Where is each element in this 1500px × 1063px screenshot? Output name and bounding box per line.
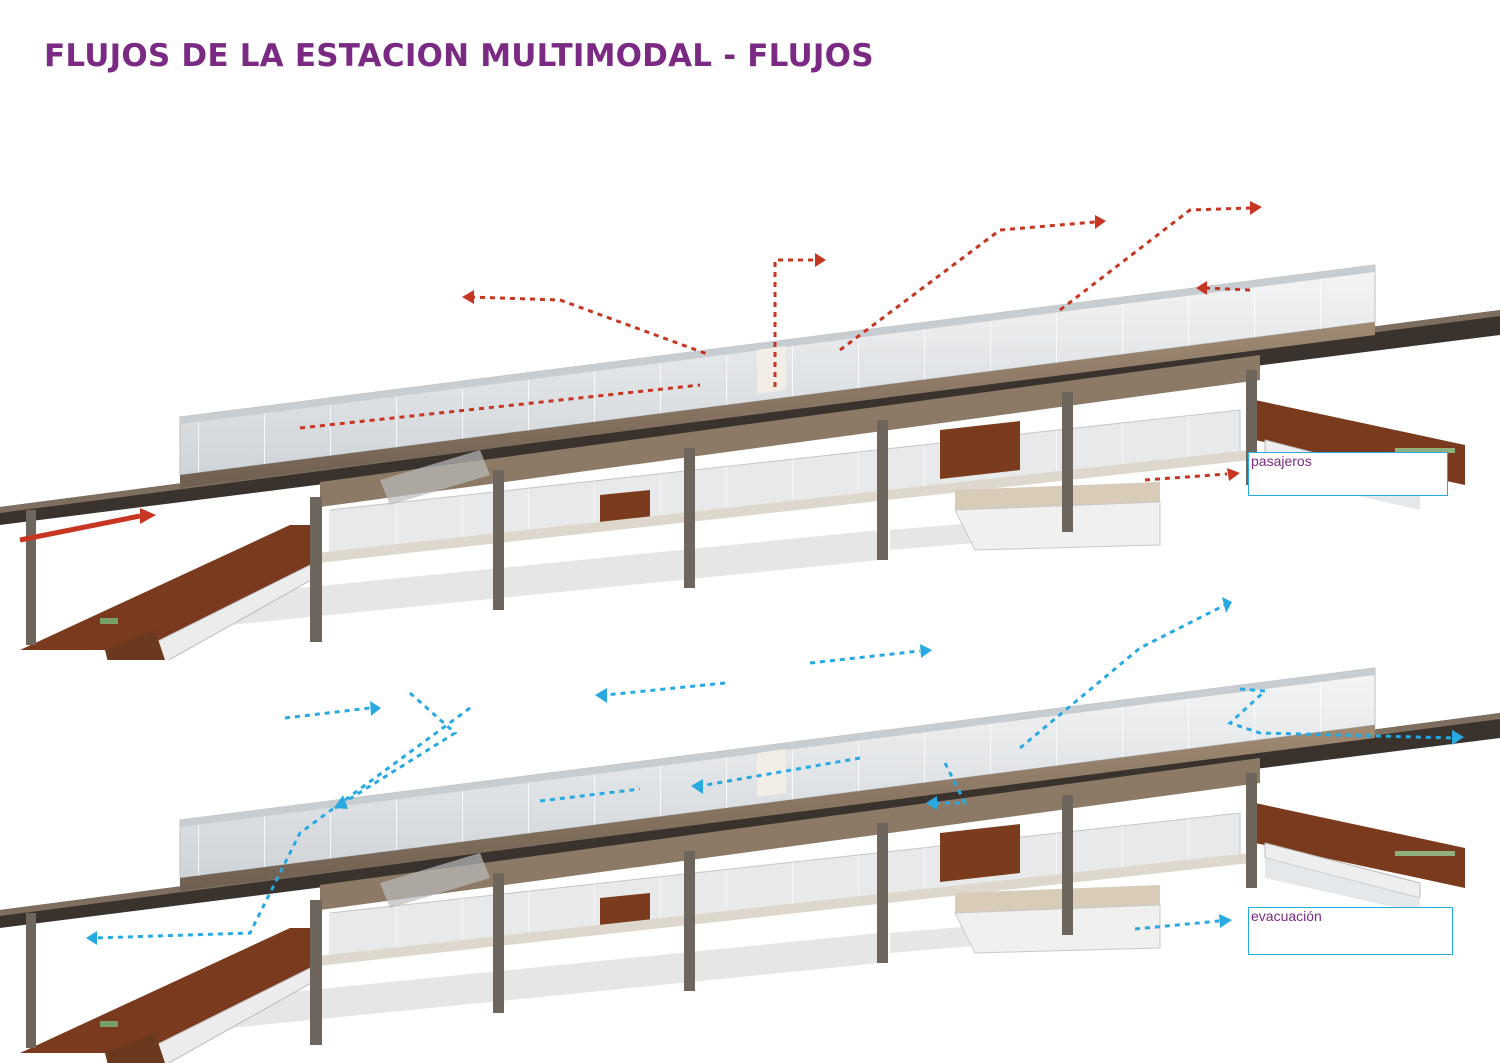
legend-pasajeros: pasajeros	[1248, 452, 1448, 496]
station-section-drawing	[0, 533, 1500, 1063]
legend-pasajeros-label: pasajeros	[1251, 453, 1312, 469]
evacuation-flow-section	[0, 533, 1500, 1063]
page-title: FLUJOS DE LA ESTACION MULTIMODAL - FLUJO…	[44, 38, 874, 74]
legend-evacuacion-label: evacuación	[1251, 908, 1322, 924]
legend-evacuacion: evacuación	[1248, 907, 1453, 955]
dotted-blue-arrow-icon	[1133, 911, 1243, 935]
dotted-red-arrow-icon	[1143, 468, 1243, 488]
